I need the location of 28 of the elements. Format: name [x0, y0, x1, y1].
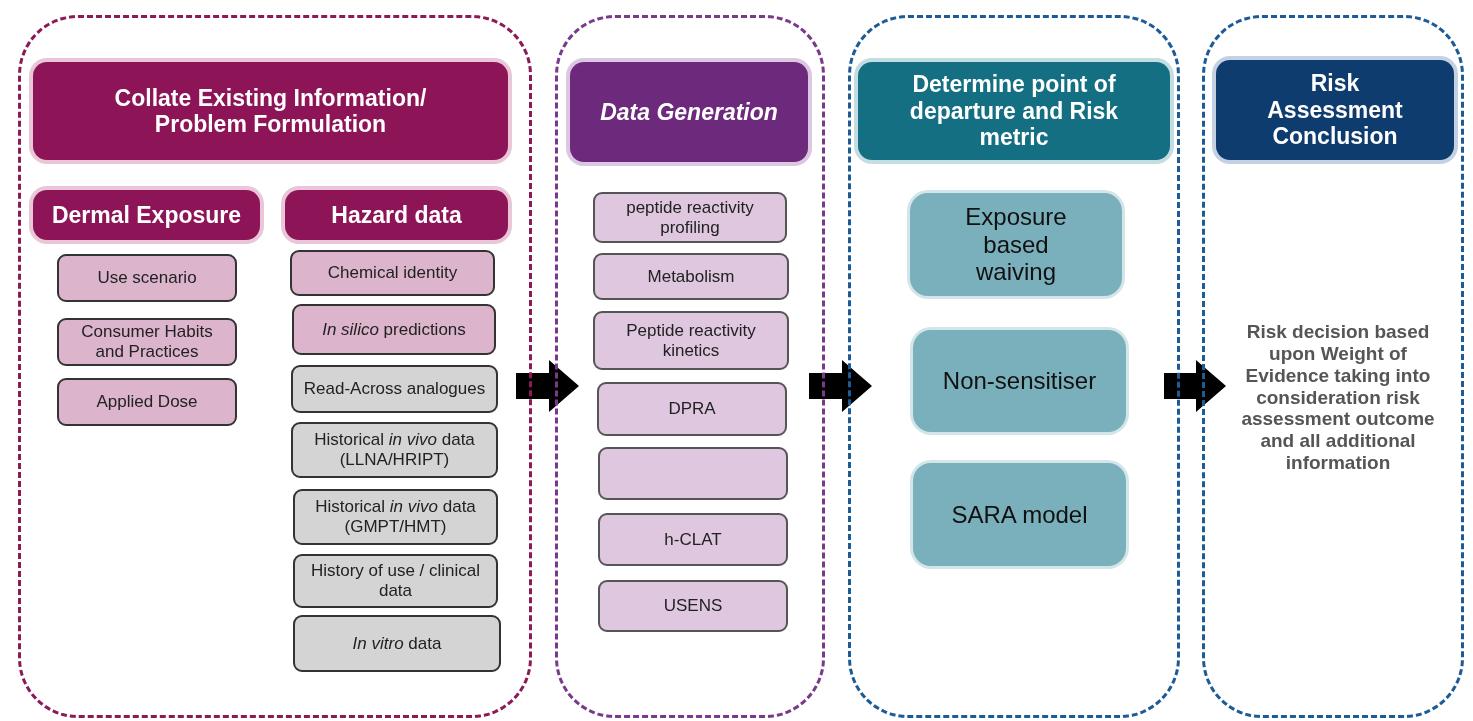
method-box: Exposure based waiving — [910, 193, 1122, 296]
arrow — [1164, 360, 1226, 412]
item-box: peptide reactivity profiling — [593, 192, 787, 243]
dashed-panel — [1202, 15, 1464, 718]
method-box: SARA model — [913, 463, 1126, 566]
arrow — [516, 360, 579, 412]
item-box: Peptide reactivity kinetics — [593, 311, 789, 370]
arrow — [809, 360, 872, 412]
item-box: Historical in vivo data (LLNA/HRIPT) — [291, 422, 498, 478]
dashed-panel — [555, 15, 825, 718]
item-box: Chemical identity — [290, 250, 495, 296]
method-box: Non-sensitiser — [913, 330, 1126, 432]
item-box: Applied Dose — [57, 378, 237, 426]
item-box: History of use / clinical data — [293, 554, 498, 608]
item-box: Historical in vivo data (GMPT/HMT) — [293, 489, 498, 545]
item-box: DPRA — [597, 382, 787, 436]
item-box: In silico predictions — [292, 304, 496, 355]
dashed-panel — [18, 15, 532, 718]
item-box: Consumer Habits and Practices — [57, 318, 237, 366]
item-box: Use scenario — [57, 254, 237, 302]
dashed-panel — [848, 15, 1180, 718]
item-box — [598, 447, 788, 500]
item-box: Metabolism — [593, 253, 789, 300]
item-box: h-CLAT — [598, 513, 788, 566]
item-box: In vitro data — [293, 615, 501, 672]
item-box: Read-Across analogues — [291, 365, 498, 413]
conclusion-text: Risk decision based upon Weight of Evidence taking into consideration risk assessment outcome and all additional information — [1222, 285, 1454, 510]
item-box: USENS — [598, 580, 788, 632]
